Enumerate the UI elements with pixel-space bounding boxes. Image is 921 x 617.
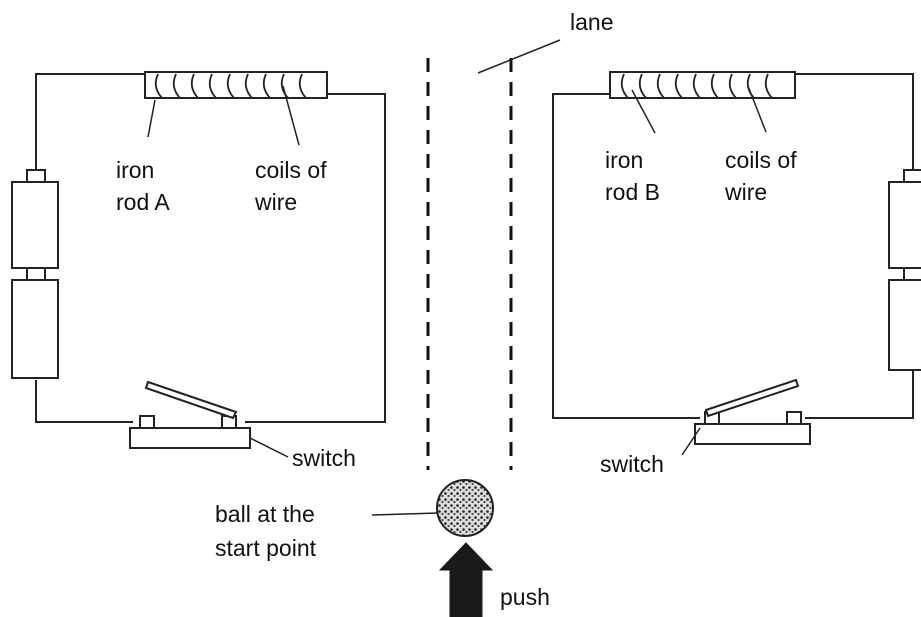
label-iron-rod-b-2: rod B bbox=[605, 179, 660, 205]
battery-cell-lower bbox=[11, 279, 59, 379]
label-lane: lane bbox=[570, 9, 613, 35]
lane bbox=[426, 58, 513, 470]
label-switch-right: switch bbox=[600, 451, 664, 477]
battery-cell-right-lower bbox=[888, 279, 921, 371]
label-push: push bbox=[500, 584, 550, 610]
label-coils-left-2: wire bbox=[254, 189, 297, 215]
label-coils-right-1: coils of bbox=[725, 147, 797, 173]
battery-cap-mid bbox=[26, 267, 46, 281]
right-circuit-wire-top bbox=[795, 73, 914, 170]
label-ball-2: start point bbox=[215, 535, 317, 561]
battery-cell-right-upper bbox=[888, 181, 921, 269]
switch-base-right bbox=[694, 423, 811, 445]
battery-cap-right-top bbox=[903, 169, 921, 183]
label-coils-right-2: wire bbox=[724, 179, 767, 205]
right-circuit bbox=[552, 71, 921, 456]
switch-post-right-b bbox=[786, 411, 802, 425]
lane-pointer bbox=[477, 39, 561, 74]
push-arrow bbox=[438, 542, 494, 617]
ball-pointer bbox=[371, 512, 439, 516]
left-circuit-wire bbox=[35, 73, 145, 170]
left-circuit bbox=[11, 71, 386, 458]
label-ball-1: ball at the bbox=[215, 501, 315, 527]
right-circuit-wire-left bbox=[552, 93, 700, 419]
right-circuit-wire-bottom bbox=[805, 370, 914, 419]
left-circuit-wire-bottom bbox=[35, 380, 133, 423]
switch-lever-right bbox=[704, 378, 800, 418]
coils-of-wire-left bbox=[154, 73, 307, 99]
switch-lever-left bbox=[144, 380, 238, 420]
battery-cap-right-mid bbox=[903, 267, 921, 281]
switch-post-left-a bbox=[139, 415, 155, 429]
label-iron-rod-b-1: iron bbox=[605, 147, 643, 173]
left-circuit-wire-right bbox=[245, 93, 386, 423]
label-switch-left: switch bbox=[292, 445, 356, 471]
label-iron-rod-a-1: iron bbox=[116, 157, 154, 183]
battery-cell-upper bbox=[11, 181, 59, 269]
battery-cap-top bbox=[26, 169, 46, 183]
ball bbox=[436, 479, 494, 537]
label-iron-rod-a-2: rod A bbox=[116, 189, 170, 215]
switch-base-left bbox=[129, 427, 251, 449]
label-coils-left-1: coils of bbox=[255, 157, 327, 183]
